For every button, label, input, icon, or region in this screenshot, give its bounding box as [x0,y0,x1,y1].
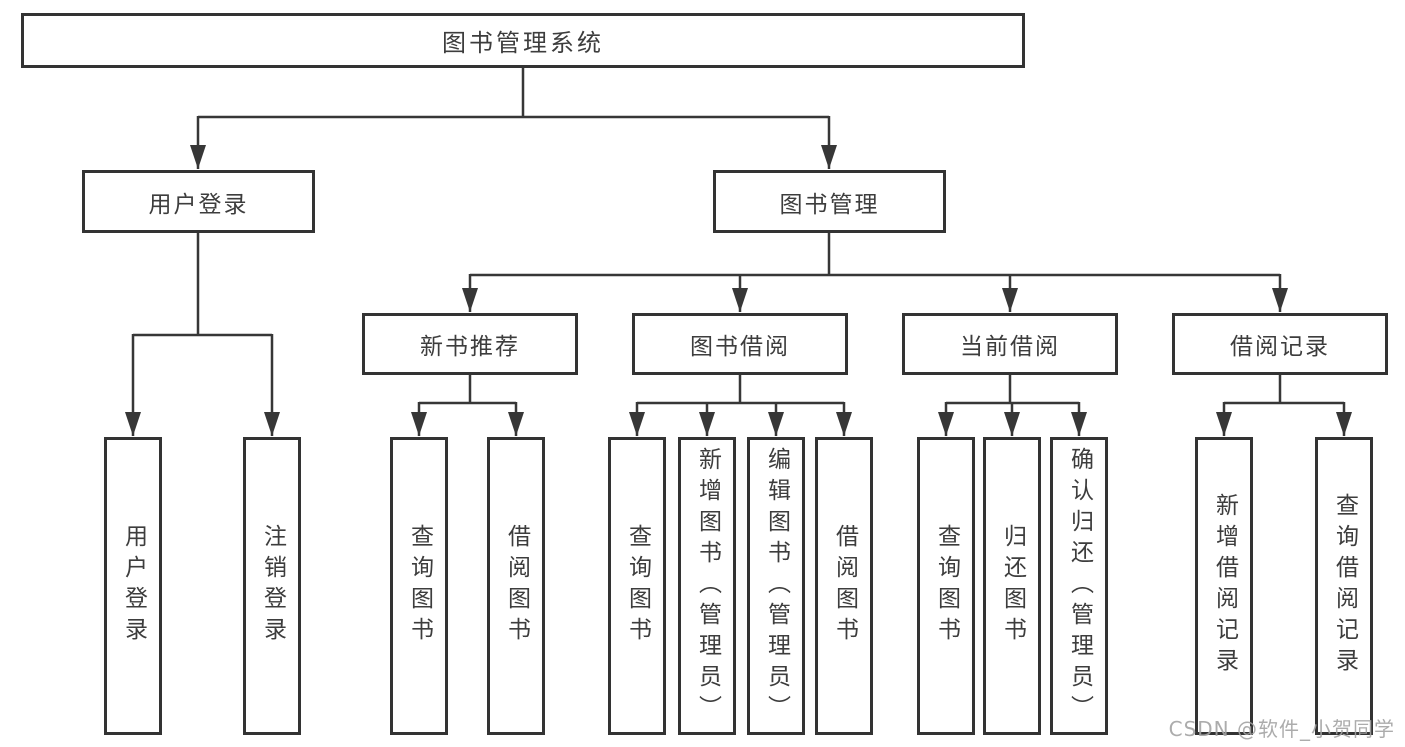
leaf-label: 查询图书 [624,524,651,648]
leaf-new-books-borrow: 借阅图书 [487,437,545,735]
leaf-label: 借阅图书 [503,524,530,648]
node-new-book-recommendation: 新书推荐 [362,313,578,375]
leaf-label: 借阅图书 [831,524,858,648]
node-book-borrowing: 图书借阅 [632,313,848,375]
leaf-borrow-edit-admin: 编辑图书（管理员） [747,437,805,735]
leaf-borrow-borrow: 借阅图书 [815,437,873,735]
connector-current-borrow [938,375,1087,436]
leaf-label: 用户登录 [120,524,147,648]
node-label: 图书管理 [779,191,880,218]
leaf-label: 查询图书 [933,524,960,648]
leaf-label: 新增借阅记录 [1211,493,1238,679]
connector-book-branch [462,233,1288,312]
connector-book-borrow [629,375,852,436]
leaf-borrow-add-admin: 新增图书（管理员） [678,437,736,735]
leaf-borrow-search: 查询图书 [608,437,666,735]
node-label: 新书推荐 [420,334,520,360]
node-book-management-branch: 图书管理 [713,170,946,233]
leaf-label: 编辑图书（管理员） [763,446,790,726]
node-label: 借阅记录 [1230,334,1330,360]
leaf-label: 查询借阅记录 [1331,493,1358,679]
connector-borrow-records [1216,375,1352,436]
leaf-new-books-search: 查询图书 [390,437,448,735]
leaf-current-return: 归还图书 [983,437,1041,735]
node-label: 图书借阅 [690,334,790,360]
leaf-current-search: 查询图书 [917,437,975,735]
leaf-label: 注销登录 [259,524,286,648]
node-label: 用户登录 [148,191,249,218]
csdn-watermark: CSDN @软件_小贺同学 [1168,717,1395,741]
node-label: 当前借阅 [960,334,1060,360]
leaf-label: 新增图书（管理员） [694,446,721,726]
leaf-current-confirm-return-admin: 确认归还（管理员） [1050,437,1108,735]
node-label: 图书管理系统 [442,29,604,57]
node-current-borrowing: 当前借阅 [902,313,1118,375]
leaf-label: 归还图书 [999,524,1026,648]
leaf-logout: 注销登录 [243,437,301,735]
leaf-user-login: 用户登录 [104,437,162,735]
leaf-records-search: 查询借阅记录 [1315,437,1373,735]
leaf-label: 确认归还（管理员） [1066,446,1093,726]
node-user-login-branch: 用户登录 [82,170,315,233]
leaf-label: 查询图书 [406,524,433,648]
connector-root-to-level1 [190,68,837,169]
connector-user-branch [125,233,280,436]
connector-new-books [411,375,524,436]
node-borrowing-records: 借阅记录 [1172,313,1388,375]
leaf-records-add: 新增借阅记录 [1195,437,1253,735]
node-library-management-system: 图书管理系统 [21,13,1025,68]
